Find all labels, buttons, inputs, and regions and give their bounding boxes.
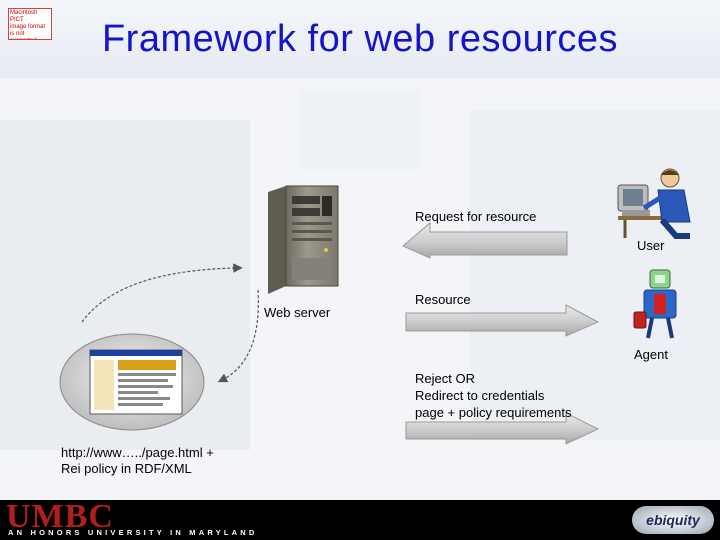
reject-label-line2: Redirect to credentials [415, 388, 545, 403]
page-url-label: http://www…../page.html + [61, 445, 214, 460]
pict-placeholder: Macintosh PICT image format is not suppo… [8, 8, 52, 40]
header-band [0, 0, 720, 78]
curve-arrow-top [81, 263, 243, 323]
agent-label: Agent [634, 347, 668, 362]
user-label: User [637, 238, 665, 253]
reject-label-line3: page + policy requirements [415, 405, 572, 420]
request-label: Request for resource [415, 209, 537, 224]
ebiquity-logo: ebiquity [632, 506, 714, 534]
umbc-logo: UMBC [6, 498, 114, 535]
resource-arrow [405, 304, 600, 337]
request-arrow [402, 221, 568, 259]
page-policy-label: Rei policy in RDF/XML [61, 461, 192, 476]
user-at-computer-icon [617, 168, 691, 239]
footer-bar: UMBC AN HONORS UNIVERSITY IN MARYLAND eb… [0, 498, 720, 540]
web-page-icon [59, 333, 205, 431]
agent-robot-icon [633, 269, 677, 339]
web-server-label: Web server [264, 305, 331, 320]
reject-label-line1: Reject OR [415, 371, 475, 386]
resource-label: Resource [415, 292, 471, 307]
reject-arrow [405, 412, 600, 445]
slide-title: Framework for web resources [101, 18, 619, 60]
server-icon [268, 185, 339, 294]
umbc-tagline: AN HONORS UNIVERSITY IN MARYLAND [8, 528, 258, 537]
curve-arrow-bottom [217, 289, 259, 383]
